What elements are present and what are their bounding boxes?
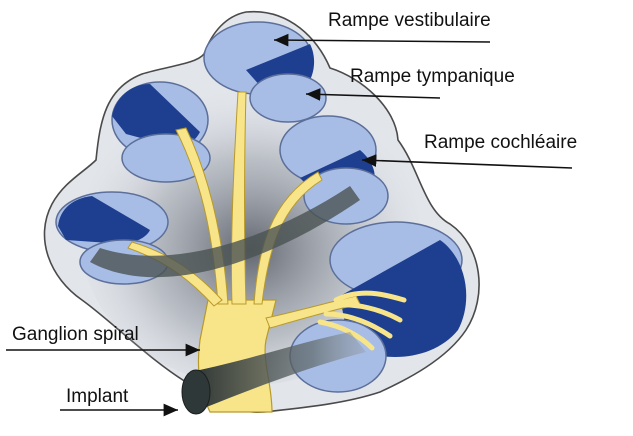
label-ganglion-spiral: Ganglion spiral xyxy=(12,324,139,345)
label-rampe-cochleaire: Rampe cochléaire xyxy=(424,132,577,153)
label-implant: Implant xyxy=(66,386,129,407)
label-rampe-vestibulaire: Rampe vestibulaire xyxy=(328,10,491,31)
label-rampe-tympanique: Rampe tympanique xyxy=(350,66,515,87)
